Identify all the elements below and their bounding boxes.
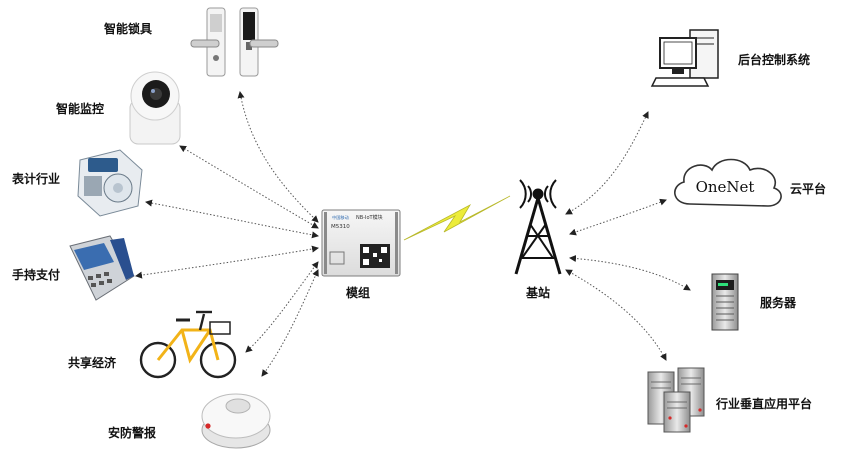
smart-camera-image [129, 71, 181, 145]
connector-station-backend [565, 111, 649, 215]
connector-module-camera [179, 145, 319, 229]
connector-station-industry [565, 269, 667, 361]
module-chip-title: NB-IoT模块 [356, 214, 383, 221]
label-shared-bike: 共享经济 [68, 356, 117, 370]
backend-computer-image [650, 29, 719, 87]
connector-station-server [569, 254, 691, 291]
right-connectors [565, 111, 691, 361]
label-smart-camera: 智能监控 [56, 102, 105, 116]
server-rack-image [711, 273, 739, 331]
label-meter: 表计行业 [12, 172, 61, 186]
connector-module-bike [245, 261, 319, 353]
connector-module-alarm [261, 269, 319, 377]
label-base-station: 基站 [526, 286, 551, 300]
label-module: 模组 [346, 286, 371, 300]
cloud-image [674, 158, 782, 207]
cloud-name: OneNet [696, 178, 755, 196]
left-connectors [135, 91, 319, 377]
smart-lock-image [190, 7, 279, 77]
connector-station-cloud [569, 198, 667, 236]
smoke-alarm-image [201, 393, 271, 449]
connector-module-lock [237, 91, 319, 223]
label-smoke-alarm: 安防警报 [108, 426, 157, 440]
connector-module-pos [135, 245, 319, 279]
label-cloud-platform: 云平台 [790, 182, 827, 196]
pos-terminal-image [69, 235, 135, 301]
module-chip-model: M5310 [331, 224, 350, 230]
connector-module-meter [145, 199, 319, 239]
label-pos-terminal: 手持支付 [12, 268, 61, 282]
module-chip-brand: 中国移动 [332, 214, 349, 221]
label-industry-platform: 行业垂直应用平台 [716, 397, 813, 411]
meter-image [77, 149, 143, 217]
label-smart-lock: 智能锁具 [104, 22, 153, 36]
shared-bike-image [139, 310, 237, 379]
nb-iot-module-image [321, 209, 401, 277]
industry-platform-servers-image [647, 367, 705, 433]
base-station-tower-image [514, 179, 562, 275]
label-server: 服务器 [760, 296, 797, 310]
label-backend-system: 后台控制系统 [738, 53, 811, 67]
wireless-signal-bolt [403, 195, 511, 241]
